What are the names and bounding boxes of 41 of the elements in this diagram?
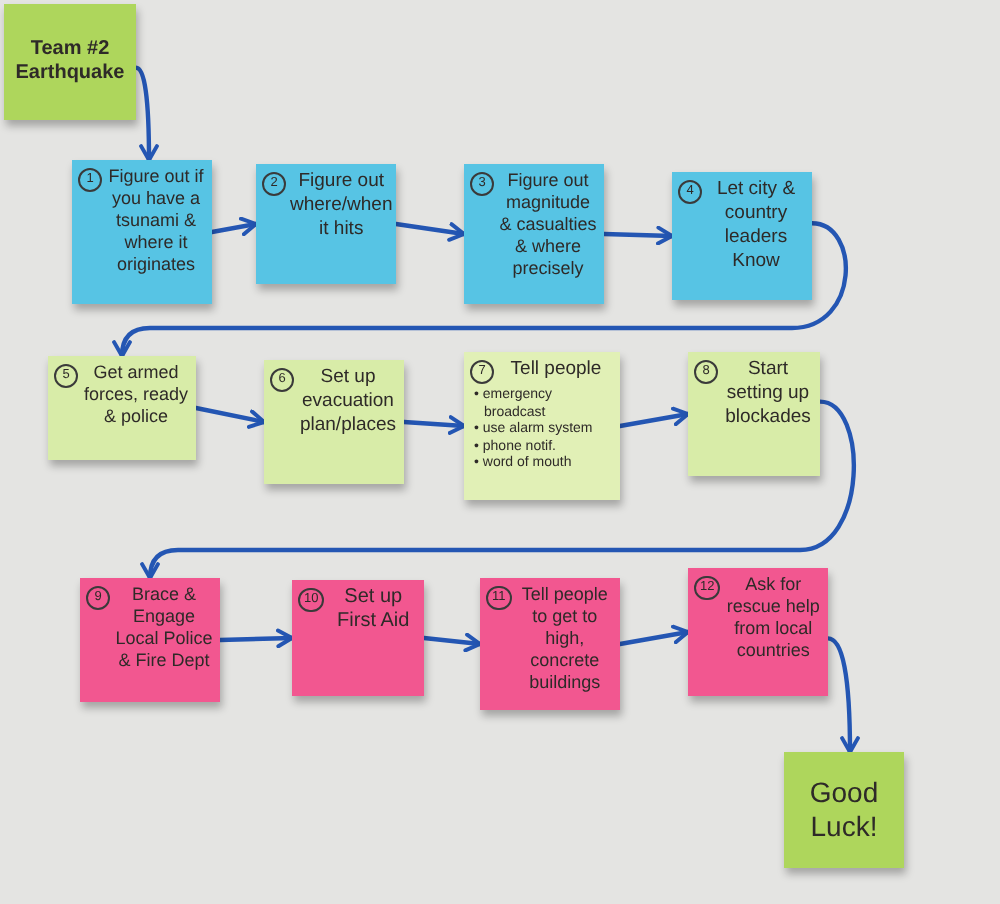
sticky-note — [784, 752, 904, 868]
arrow — [217, 628, 295, 649]
sticky-note — [48, 356, 196, 460]
arrow — [133, 65, 159, 163]
arrow — [209, 216, 259, 237]
arrow — [421, 632, 483, 653]
note-text: Brace & Engage Local Police & Fire Dept — [114, 584, 214, 672]
note-text: Good Luck! — [807, 776, 881, 844]
note-text: Figure out if you have a tsunami & where it originates — [106, 166, 206, 276]
sticky-note — [480, 578, 620, 710]
sticky-note — [256, 164, 396, 284]
note-text: Team #2 Earthquake — [13, 38, 127, 86]
note-text: Get armed forces, ready & police — [82, 362, 190, 428]
sticky-note — [80, 578, 220, 702]
sticky-note — [292, 580, 424, 696]
sticky-note — [464, 164, 604, 304]
arrow — [617, 406, 691, 429]
arrow — [193, 405, 267, 429]
arrow — [825, 636, 860, 755]
note-text: Figure out magnitude & casualties & where precisely — [498, 170, 598, 280]
sticky-note — [464, 352, 620, 500]
note-text: Set up First Aid — [335, 586, 412, 634]
note-text: Start setting up blockades — [723, 358, 813, 430]
note-text: Let city & country leaders Know — [714, 178, 798, 274]
arrow — [401, 415, 467, 435]
arrow — [393, 221, 467, 242]
note-text: Tell people — [508, 358, 604, 380]
sticky-note — [688, 352, 820, 476]
sticky-note — [72, 160, 212, 304]
sticky-note — [4, 4, 136, 120]
arrow — [112, 221, 848, 359]
note-text: Set up evacuation plan/places — [298, 366, 398, 438]
sticky-note — [688, 568, 828, 696]
note-text: Tell people to get to high, concrete buildings — [519, 584, 610, 694]
sticky-note — [264, 360, 404, 484]
sticky-note — [672, 172, 812, 300]
arrow — [617, 624, 691, 647]
arrow — [140, 399, 856, 581]
note-text: Figure out where/when it hits — [290, 170, 393, 242]
note-text: Ask for rescue help from local countries — [724, 574, 822, 662]
arrow — [601, 225, 675, 246]
